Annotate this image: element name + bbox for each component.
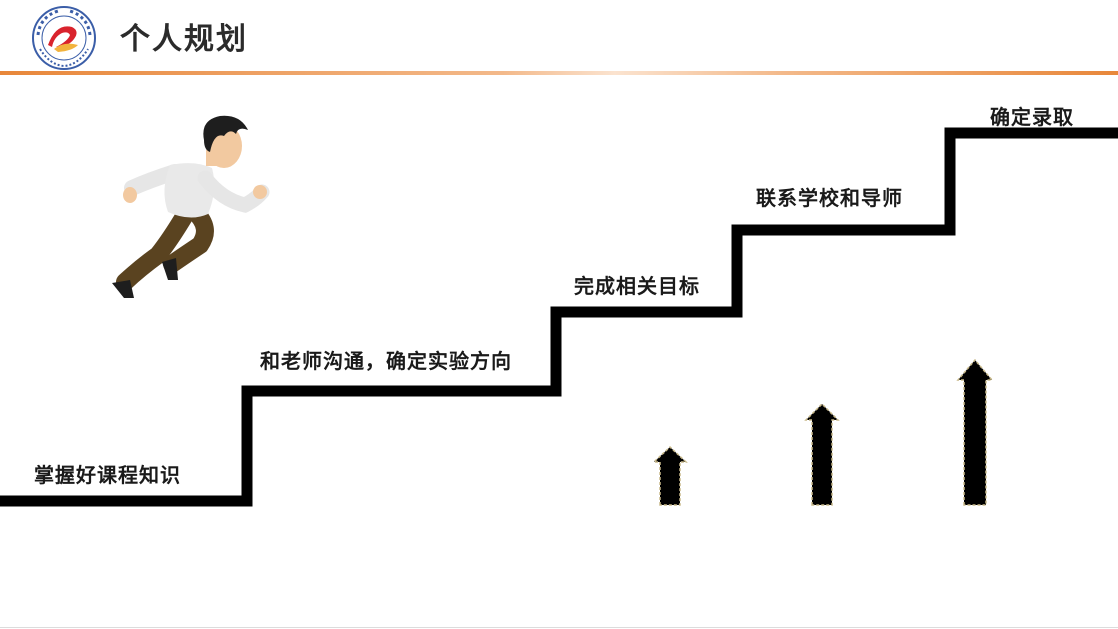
bottom-divider [0,627,1118,628]
step-label: 确定录取 [990,105,1074,129]
step-label: 和老师沟通，确定实验方向 [260,349,512,373]
running-man-icon [112,115,270,298]
header-accent-rule [0,71,1118,75]
step-label: 完成相关目标 [574,274,700,298]
up-arrow-icon [804,402,840,506]
up-arrow-icon [652,445,688,506]
up-arrow-icon [956,358,994,506]
step-label: 掌握好课程知识 [34,463,181,487]
staircase-line [0,127,1118,507]
university-seal-icon [32,6,96,70]
step-label: 联系学校和导师 [756,186,903,210]
page-title: 个人规划 [120,22,248,57]
